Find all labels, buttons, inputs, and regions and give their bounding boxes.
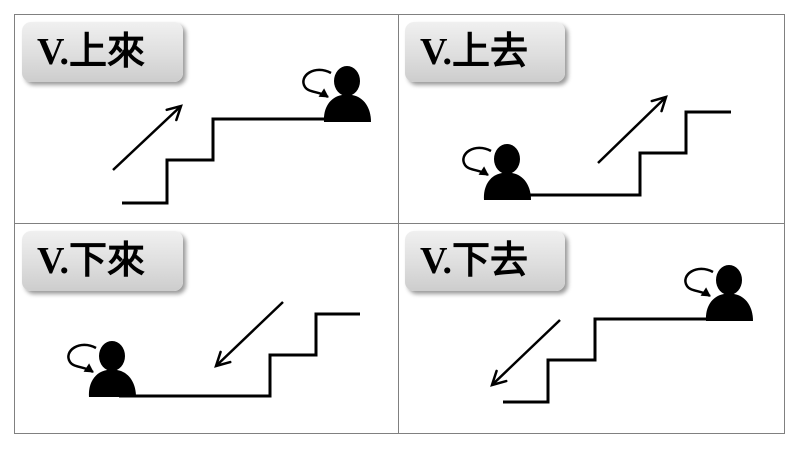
person-body — [705, 294, 753, 321]
grid-divider-horizontal — [14, 223, 785, 224]
panel-bottom-right: V.下去 — [398, 223, 784, 433]
panel-drawing — [112, 66, 371, 205]
rotate-arrow-icon — [684, 267, 714, 298]
staircase-icon — [122, 117, 344, 205]
rotate-arrow-icon — [302, 68, 332, 99]
person-icon — [684, 265, 753, 321]
staircase-icon — [503, 317, 723, 404]
arrow-up-right-icon — [597, 95, 668, 164]
arrow-down-left-icon — [490, 319, 561, 387]
panel-drawing — [462, 95, 731, 200]
label-badge: V.下來 — [22, 231, 183, 291]
person-head — [99, 341, 125, 371]
panel-bottom-left: V.下來 — [14, 223, 398, 433]
panel-top-right: V.上去 — [398, 14, 784, 223]
grid-frame — [14, 14, 785, 434]
person-body — [323, 95, 371, 122]
panel-top-left: V.上來 — [14, 14, 398, 223]
label-text: V.下來 — [37, 240, 146, 282]
staircase-icon — [119, 312, 360, 398]
label-badge: V.上去 — [405, 22, 565, 82]
person-body — [88, 370, 136, 397]
label-text: V.下去 — [420, 240, 529, 282]
person-icon — [67, 341, 136, 397]
label-badge: V.上來 — [22, 22, 183, 82]
person-body — [483, 173, 531, 200]
person-head — [494, 144, 520, 174]
rotate-arrow-icon — [462, 146, 492, 177]
panel-drawing — [490, 265, 753, 404]
label-badge: V.下去 — [405, 231, 565, 291]
panel-drawing — [67, 301, 360, 398]
label-text: V.上來 — [37, 31, 146, 73]
person-icon — [302, 66, 371, 122]
arrow-up-right-icon — [112, 104, 183, 171]
label-text: V.上去 — [420, 31, 529, 73]
arrow-down-left-icon — [214, 301, 284, 368]
grid-divider-vertical — [398, 14, 399, 434]
person-head — [334, 66, 360, 96]
person-head — [716, 265, 742, 295]
person-icon — [462, 144, 531, 200]
rotate-arrow-icon — [67, 343, 97, 374]
staircase-icon — [513, 110, 731, 197]
